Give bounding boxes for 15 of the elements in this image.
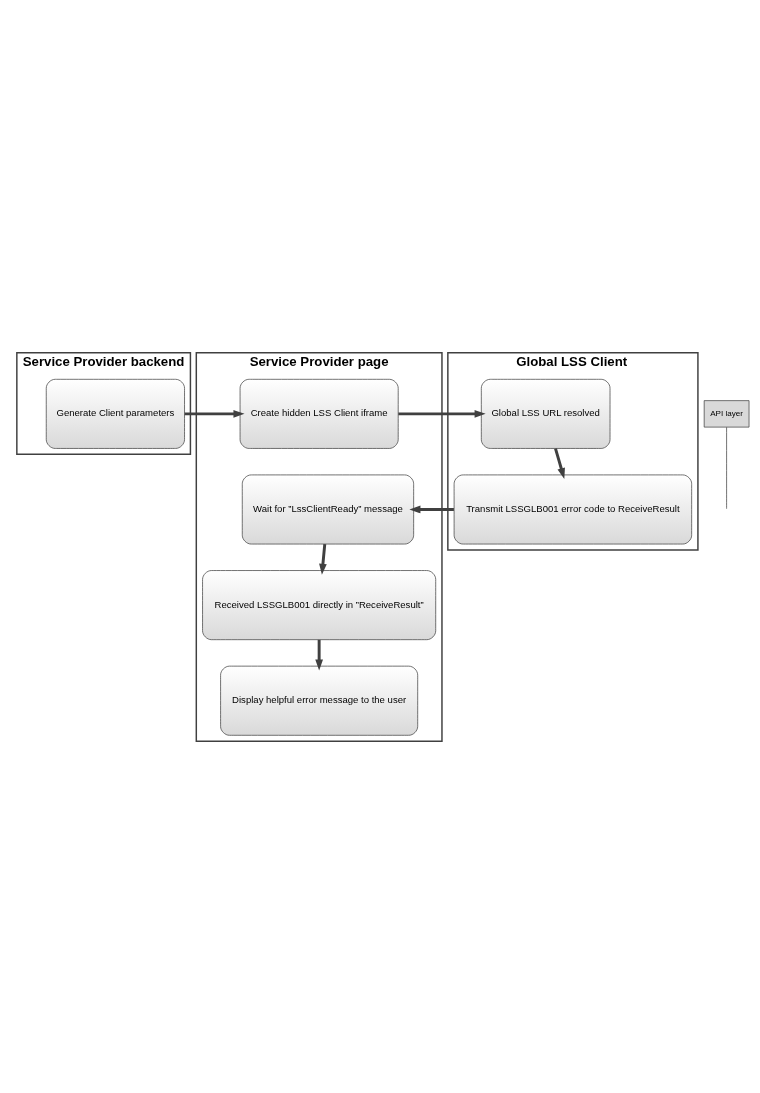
arrow bbox=[319, 543, 327, 575]
connector bbox=[726, 426, 727, 509]
arrow bbox=[409, 505, 454, 513]
node-box: Received LSSGLB001 directly in ”ReceiveResult” bbox=[202, 569, 437, 640]
arrow bbox=[315, 639, 323, 670]
node-box: Create hidden LSS Client iframe bbox=[239, 378, 399, 449]
arrow bbox=[554, 447, 565, 479]
node-box: Display helpful error message to the user bbox=[220, 665, 419, 736]
node-box: Generate Client parameters bbox=[45, 378, 185, 449]
arrow bbox=[398, 409, 486, 418]
node-box: API layer bbox=[703, 399, 750, 427]
node-box: Wait for ”LssClientReady” message bbox=[241, 474, 414, 544]
node-box: Global LSS URL resolved bbox=[480, 378, 611, 449]
node-box: Transmit LSSGLB001 error code to ReceiveResult bbox=[453, 474, 693, 544]
arrow bbox=[184, 409, 245, 418]
